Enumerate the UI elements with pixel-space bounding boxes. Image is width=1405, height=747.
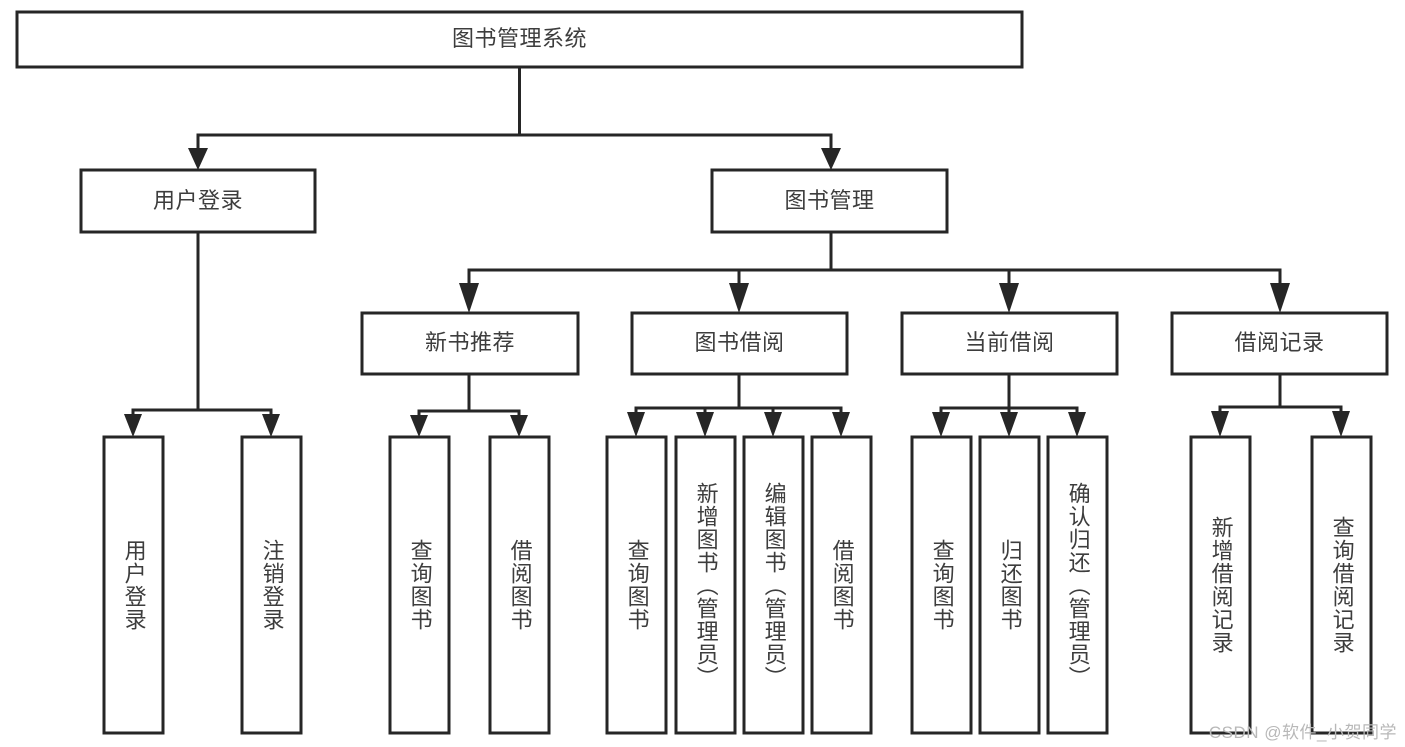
node-box-book-management[interactable]: [710, 168, 949, 234]
node-box-leaf-query-book-2[interactable]: [605, 435, 668, 735]
node-box-leaf-logout[interactable]: [240, 435, 303, 735]
connector-record-to-leaves: [1211, 372, 1350, 437]
connector-root-to-level2: [188, 65, 841, 170]
node-box-borrow-record[interactable]: [1170, 311, 1389, 376]
connector-borrow-to-leaves: [627, 372, 850, 437]
connector-newbook-to-leaves: [410, 372, 528, 437]
node-box-current-borrow[interactable]: [900, 311, 1119, 376]
node-box-leaf-confirm-return-admin[interactable]: [1046, 435, 1109, 735]
node-box-leaf-query-book-3[interactable]: [910, 435, 973, 735]
node-box-book-borrow[interactable]: [630, 311, 849, 376]
connector-bookmgmt-to-level3: [459, 230, 1290, 313]
connector-current-to-leaves: [932, 372, 1086, 437]
node-box-user-login[interactable]: [79, 168, 317, 234]
node-box-leaf-add-book-admin[interactable]: [674, 435, 737, 735]
node-box-leaf-add-record[interactable]: [1189, 435, 1252, 735]
node-box-leaf-edit-book-admin[interactable]: [742, 435, 805, 735]
node-box-root[interactable]: [15, 10, 1024, 69]
node-box-leaf-user-login[interactable]: [102, 435, 165, 735]
node-box-leaf-return-book[interactable]: [978, 435, 1041, 735]
node-box-leaf-borrow-book-1[interactable]: [488, 435, 551, 735]
node-box-new-book-recommend[interactable]: [360, 311, 580, 376]
connector-userlogin-to-leaves: [124, 230, 280, 437]
watermark-text: CSDN @软件_小贺同学: [1208, 723, 1397, 742]
node-box-leaf-borrow-book-2[interactable]: [810, 435, 873, 735]
node-box-leaf-query-record[interactable]: [1310, 435, 1373, 735]
node-box-leaf-query-book-1[interactable]: [388, 435, 451, 735]
